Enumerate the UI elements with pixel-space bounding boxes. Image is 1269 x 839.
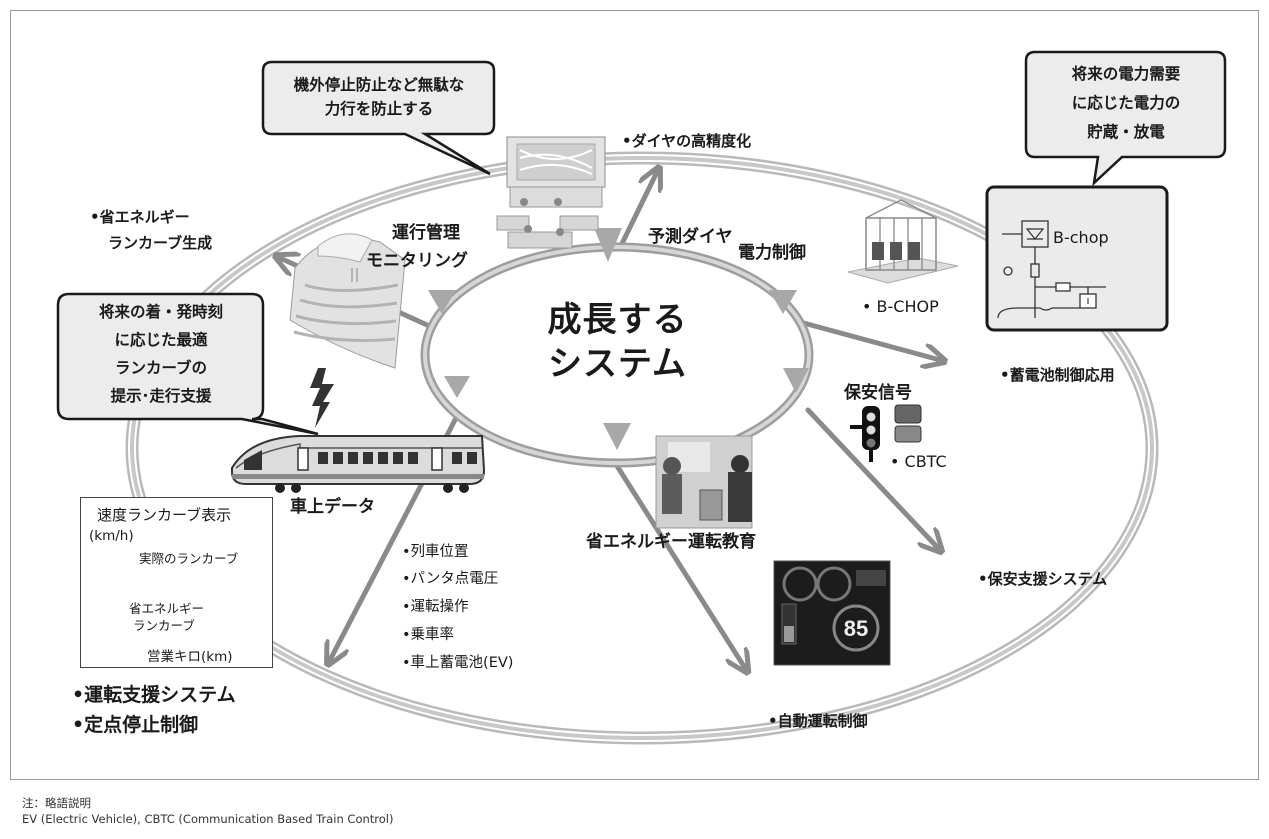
chart-eco-label-2: ランカーブ [133,618,195,633]
label-safety-support: •保安支援システム [978,570,1108,588]
label-cbtc: • CBTC [890,452,947,471]
chart-xlabel: 営業キロ(km) [147,649,233,665]
bubble-line: 力行を防止する [324,100,434,118]
central-title-line1: 成長する [547,300,688,340]
lightning-icon [310,368,334,428]
onboard-list-item: •車上蓄電池(EV) [402,655,514,671]
label-driving-support: •運転支援システム [72,684,236,706]
label-battery-app: •蓄電池制御応用 [1000,366,1115,384]
chart-unit: (km/h) [89,528,134,544]
triangle [594,228,622,262]
label-diagram-precision: •ダイヤの高精度化 [622,132,752,150]
chart-actual-label: 実際のランカーブ [139,551,239,566]
inner-ring [420,242,814,468]
label-bchop: • B-CHOP [862,297,939,316]
triangle [769,290,797,314]
building-illustration [289,233,406,369]
triangle [783,368,809,393]
bubble-top-right [1024,50,1227,187]
onboard-list-item: •列車位置 [402,544,469,560]
bubble-line: 貯蔵・放電 [1087,123,1165,141]
operations-room-illustration [496,136,606,249]
label-eco-education: 省エネルギー運転教育 [586,532,756,552]
label-fixed-stop: •定点停止制御 [72,714,199,736]
label-ops-mgmt: 運行管理 [392,223,460,243]
triangle [603,423,631,450]
bubble-top-left-text: 機外停止防止など無駄な 力行を防止する [265,73,493,121]
signal-illustration [850,404,922,462]
bubble-left [56,292,319,436]
arrow-auto-operation [609,455,745,668]
bubble-left-text: 将来の着・発時刻 に応じた最適 ランカーブの 提示･走行支援 [60,298,262,410]
footnote-line2: EV (Electric Vehicle), CBTC (Communicati… [22,812,394,826]
onboard-list-item: •乗車率 [402,627,455,643]
svg-text:85: 85 [844,616,868,641]
footnote-line1: 注：略語説明 [22,796,91,810]
onboard-list-item: •運転操作 [402,599,469,615]
outer-ring [125,151,1159,745]
label-safety-signal: 保安信号 [844,383,912,403]
substation-illustration [847,199,959,284]
label-energy-runcurve-2: ランカーブ生成 [108,234,213,252]
chart-eco-label-1: 省エネルギー [129,601,205,616]
bubble-line: 将来の電力需要 [1071,65,1181,83]
circuit-diagram [985,185,1169,332]
chart-title: 速度ランカーブ表示 [97,506,232,524]
arrow-safety-support [805,407,938,548]
bubble-line: 提示･走行支援 [110,387,212,405]
circuit-label: B-chop [1053,228,1109,247]
train-illustration [231,435,486,493]
label-auto-operation: •自動運転制御 [768,712,868,730]
bubble-line: に応じた電力の [1071,94,1181,112]
label-onboard-data: 車上データ [290,497,375,517]
bubble-top-left [261,60,496,176]
bubble-line: ランカーブの [114,359,208,377]
input-triangles [428,228,809,450]
bubble-line: 将来の着・発時刻 [98,303,223,321]
label-power-control: 電力制御 [738,243,806,263]
triangle [428,290,456,314]
label-prediction: 予測ダイヤ [648,227,733,247]
arrow-battery [782,315,940,360]
training-photo [655,435,753,529]
label-monitoring: モニタリング [366,251,468,271]
cab-display-photo: 85 [773,560,891,666]
figure-frame [10,10,1259,780]
bubble-top-right-text: 将来の電力需要 に応じた電力の 貯蔵・放電 [1028,60,1224,147]
central-title-line2: システム [548,344,687,384]
central-title: 成長する システム [500,298,735,386]
triangle [444,376,470,398]
bubble-line: 機外停止防止など無駄な [293,76,465,94]
label-energy-runcurve-1: •省エネルギー [90,208,190,226]
runcurve-chart-box: 速度ランカーブ表示 (km/h) 実際のランカーブ 省エネルギー ランカーブ 営… [80,497,273,668]
bubble-line: に応じた最適 [114,331,208,349]
onboard-list-item: •パンタ点電圧 [402,571,499,587]
